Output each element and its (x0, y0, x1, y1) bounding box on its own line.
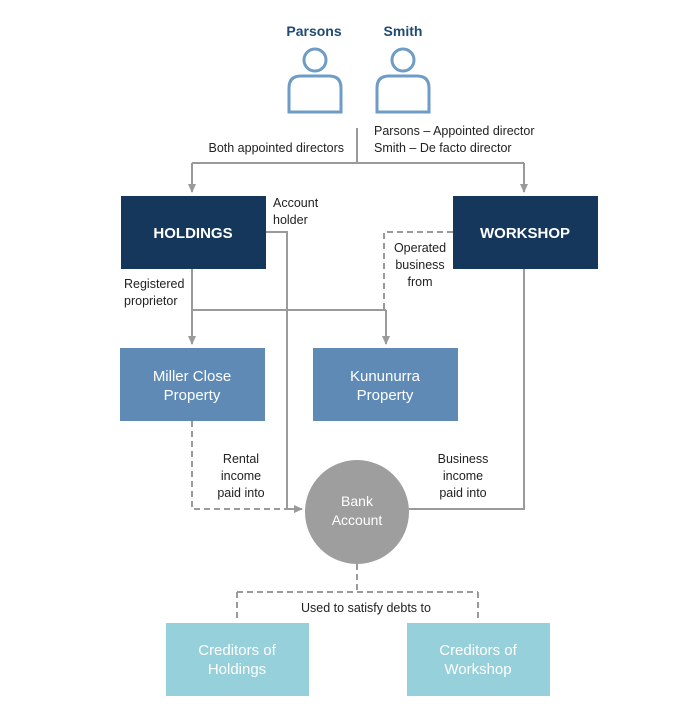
operated-business-connector (383, 231, 453, 310)
person-name-smith: Smith (384, 23, 423, 39)
kununurra-property-box: Kununurra Property (313, 348, 458, 421)
rental-income-label: income (221, 469, 261, 483)
creditors-workshop-label: Creditors of (439, 642, 517, 659)
business-income-label: Business (438, 452, 489, 466)
person-icon-smith (375, 47, 431, 114)
business-income-label: paid into (439, 486, 486, 500)
person-name-parsons: Parsons (286, 23, 341, 39)
kununurra-label: Kununurra (350, 368, 421, 385)
bank-account-label: Account (332, 512, 383, 528)
operated-business-label: business (395, 258, 444, 272)
business-income-label: income (443, 469, 483, 483)
miller-close-label: Property (164, 387, 221, 404)
rental-income-label: Rental (223, 452, 259, 466)
account-holder-connector (266, 231, 303, 513)
person-icon-parsons (287, 47, 343, 114)
bank-account-label: Bank (341, 493, 374, 509)
role-label-smith: Smith – De facto director (374, 141, 512, 155)
operated-business-label: Operated (394, 241, 446, 255)
account-holder-label: holder (273, 213, 308, 227)
registered-proprietor-label: Registered (124, 277, 184, 291)
creditors-workshop-label: Workshop (444, 661, 511, 678)
holdings-label: HOLDINGS (153, 225, 232, 242)
registered-proprietor-label: proprietor (124, 294, 178, 308)
debts-connector (236, 564, 479, 620)
registered-proprietor-connector (188, 269, 390, 345)
creditors-holdings-label: Holdings (208, 661, 266, 678)
creditors-holdings-box: Creditors of Holdings (166, 623, 309, 696)
creditors-holdings-label: Creditors of (198, 642, 276, 659)
role-label-parsons: Parsons – Appointed director (374, 124, 535, 138)
rental-income-label: paid into (217, 486, 264, 500)
operated-business-label: from (408, 275, 433, 289)
business-income-connector (409, 269, 525, 510)
workshop-box: WORKSHOP (453, 196, 598, 269)
director-connector (188, 128, 528, 193)
miller-close-label: Miller Close (153, 368, 231, 385)
account-holder-label: Account (273, 196, 319, 210)
bank-account-node: Bank Account (305, 460, 409, 564)
holdings-box: HOLDINGS (121, 196, 266, 269)
used-to-satisfy-label: Used to satisfy debts to (301, 601, 431, 615)
workshop-label: WORKSHOP (480, 225, 570, 242)
kununurra-label: Property (357, 387, 414, 404)
miller-close-property-box: Miller Close Property (120, 348, 265, 421)
both-directors-label: Both appointed directors (208, 141, 344, 155)
creditors-workshop-box: Creditors of Workshop (407, 623, 550, 696)
